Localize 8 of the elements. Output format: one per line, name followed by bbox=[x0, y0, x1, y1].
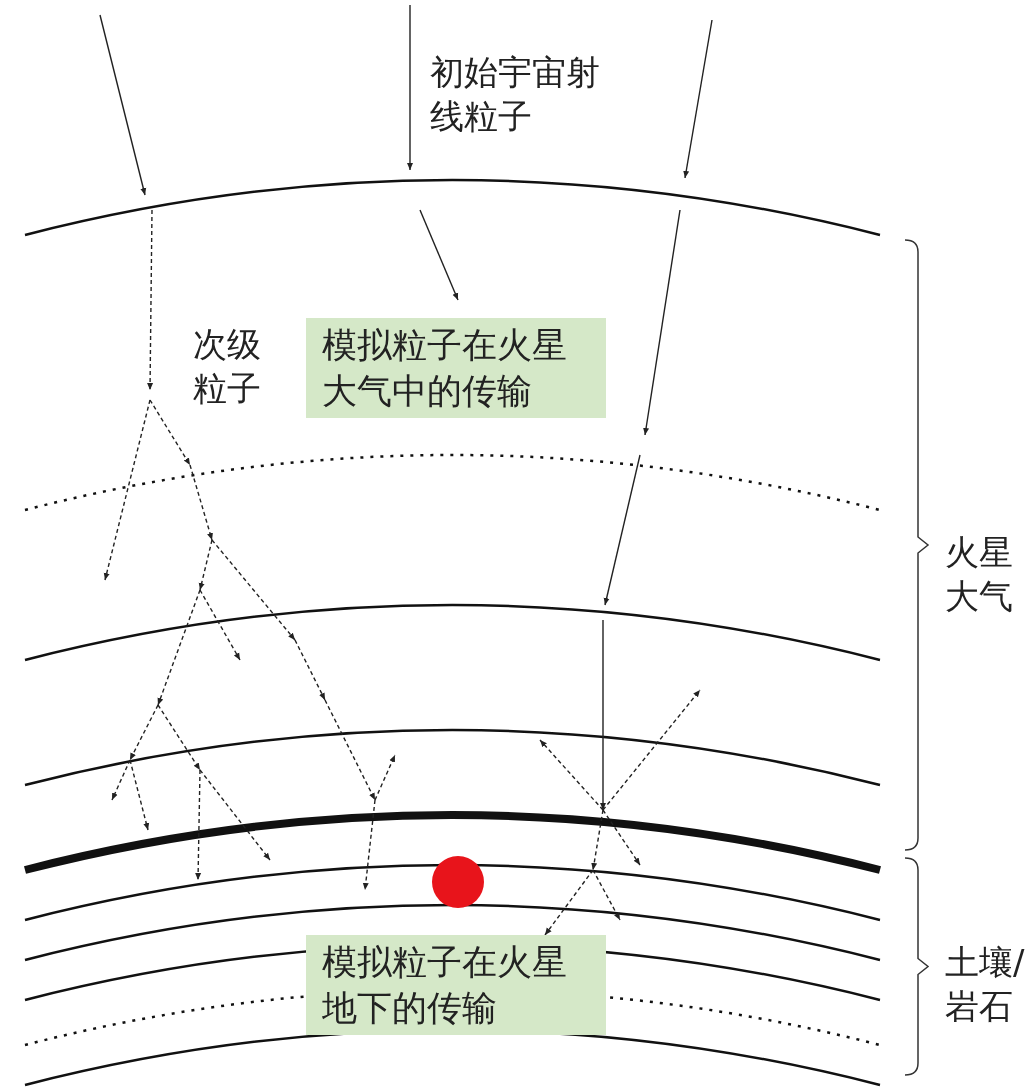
annotation-text: 次级粒子 bbox=[193, 323, 262, 410]
box-text: 模拟粒子在火星地下的传输 bbox=[322, 941, 568, 1030]
annotation-text: 初始宇宙射线粒子 bbox=[430, 51, 600, 138]
box-text: 模拟粒子在火星大气中的传输 bbox=[322, 324, 568, 413]
annotation-text: 火星大气 bbox=[945, 531, 1014, 618]
highlight-box bbox=[306, 318, 606, 418]
annotation-text: 土壤/岩石 bbox=[945, 941, 1026, 1028]
highlight-box bbox=[306, 935, 606, 1035]
